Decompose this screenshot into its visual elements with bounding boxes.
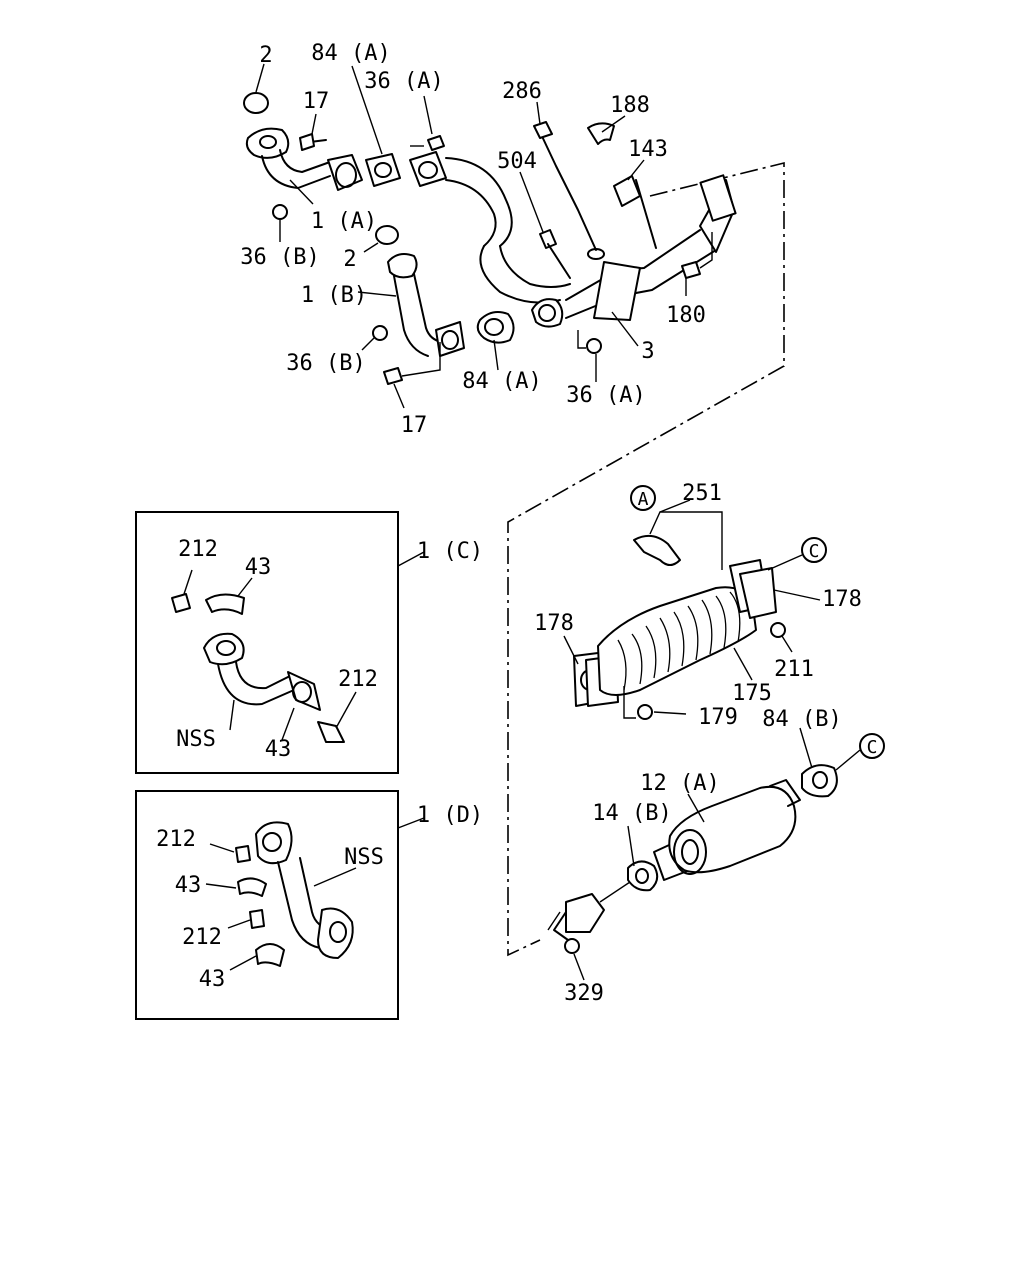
catalytic-converter-175 bbox=[563, 499, 821, 720]
gaskets-84a bbox=[365, 153, 515, 344]
gasket-2-top bbox=[243, 92, 269, 114]
part-labels: 2 84 (A) 36 (A) 17 286 188 504 143 1 (A)… bbox=[156, 41, 877, 1006]
label-12a: 12 (A) bbox=[640, 771, 719, 796]
gasket-84a-top bbox=[365, 153, 401, 187]
clamp-43-d-top bbox=[237, 877, 267, 897]
label-504: 504 bbox=[497, 149, 537, 174]
label-180: 180 bbox=[666, 303, 706, 328]
label-3: 3 bbox=[641, 339, 654, 364]
ref-label-a: A bbox=[638, 489, 649, 510]
label-17-bottom: 17 bbox=[401, 413, 428, 438]
leaders-top bbox=[255, 63, 687, 409]
ref-circle-c1 bbox=[801, 537, 827, 563]
clamp-188 bbox=[587, 122, 615, 145]
label-43-c-bottom: 43 bbox=[265, 737, 292, 762]
label-36a-bottom: 36 (A) bbox=[566, 383, 645, 408]
label-36a-top: 36 (A) bbox=[364, 69, 443, 94]
label-329: 329 bbox=[564, 981, 604, 1006]
label-1c: 1 (C) bbox=[417, 539, 483, 564]
muffler-12a bbox=[547, 727, 861, 981]
label-212-c-top: 212 bbox=[178, 537, 218, 562]
nut-36a-bottom bbox=[586, 338, 602, 354]
label-212-d-bottom: 212 bbox=[182, 925, 222, 950]
exhaust-pipe-3 bbox=[409, 121, 737, 354]
label-84b: 84 (B) bbox=[762, 707, 841, 732]
label-2-mid: 2 bbox=[343, 247, 356, 272]
variant-box-1c bbox=[135, 511, 425, 774]
nut-36b-mid bbox=[372, 325, 388, 341]
label-84a-bottom: 84 (A) bbox=[462, 369, 541, 394]
gasket-14b bbox=[627, 860, 659, 892]
label-1d: 1 (D) bbox=[417, 803, 483, 828]
bracket-251 bbox=[633, 534, 681, 566]
nut-211 bbox=[770, 622, 786, 638]
ref-label-c2: C bbox=[867, 737, 878, 758]
label-nss-d: NSS bbox=[344, 845, 384, 870]
nut-329 bbox=[564, 938, 580, 954]
converter-ribs bbox=[617, 591, 741, 691]
label-175: 175 bbox=[732, 681, 772, 706]
label-14b: 14 (B) bbox=[592, 801, 671, 826]
bolt-180 bbox=[681, 261, 701, 279]
variant-box-1d bbox=[135, 790, 425, 1020]
nut-36a-top bbox=[427, 135, 445, 151]
bolt-212-d-bottom bbox=[249, 909, 265, 929]
label-84a-top: 84 (A) bbox=[311, 41, 390, 66]
label-212-d-top: 212 bbox=[156, 827, 196, 852]
clamp-43-d-bottom bbox=[255, 943, 285, 967]
label-212-c-right: 212 bbox=[338, 667, 378, 692]
nut-36b-top bbox=[272, 204, 288, 220]
bolt-17-top bbox=[299, 133, 315, 151]
ref-circle-a bbox=[630, 485, 656, 511]
bolt-212-c-top bbox=[171, 593, 191, 613]
label-179: 179 bbox=[698, 705, 738, 730]
nut-179 bbox=[637, 704, 653, 720]
label-43-d-top: 43 bbox=[175, 873, 202, 898]
label-251: 251 bbox=[682, 481, 722, 506]
label-211: 211 bbox=[774, 657, 814, 682]
label-43-c-top: 43 bbox=[245, 555, 272, 580]
label-17-top: 17 bbox=[303, 89, 330, 114]
reference-markers bbox=[630, 485, 885, 759]
ref-label-c1: C bbox=[809, 541, 820, 562]
bolt-17-bottom bbox=[383, 367, 403, 385]
bolt-212-d-top bbox=[235, 845, 251, 863]
clamp-43-c-top bbox=[205, 593, 245, 615]
gasket-84a-bottom bbox=[476, 311, 515, 344]
tail-bracket bbox=[565, 893, 605, 933]
ref-circle-c2 bbox=[859, 733, 885, 759]
label-1a: 1 (A) bbox=[311, 209, 377, 234]
label-36b-mid: 36 (B) bbox=[286, 351, 365, 376]
label-178-right: 178 bbox=[822, 587, 862, 612]
assembly-outline bbox=[507, 161, 785, 957]
label-43-d-bottom: 43 bbox=[199, 967, 226, 992]
label-36b-top: 36 (B) bbox=[240, 245, 319, 270]
label-1b: 1 (B) bbox=[301, 283, 367, 308]
label-143: 143 bbox=[628, 137, 668, 162]
label-nss-c: NSS bbox=[176, 727, 216, 752]
label-178-left: 178 bbox=[534, 611, 574, 636]
gasket-84b bbox=[801, 764, 838, 798]
label-2-top: 2 bbox=[259, 43, 272, 68]
bolt-504 bbox=[539, 229, 557, 249]
bolt-212-c-bottom bbox=[317, 721, 345, 743]
label-286: 286 bbox=[502, 79, 542, 104]
front-pipe-1a bbox=[243, 92, 363, 220]
gasket-2-mid bbox=[375, 225, 399, 245]
front-pipe-1b bbox=[372, 225, 465, 385]
label-188: 188 bbox=[610, 93, 650, 118]
